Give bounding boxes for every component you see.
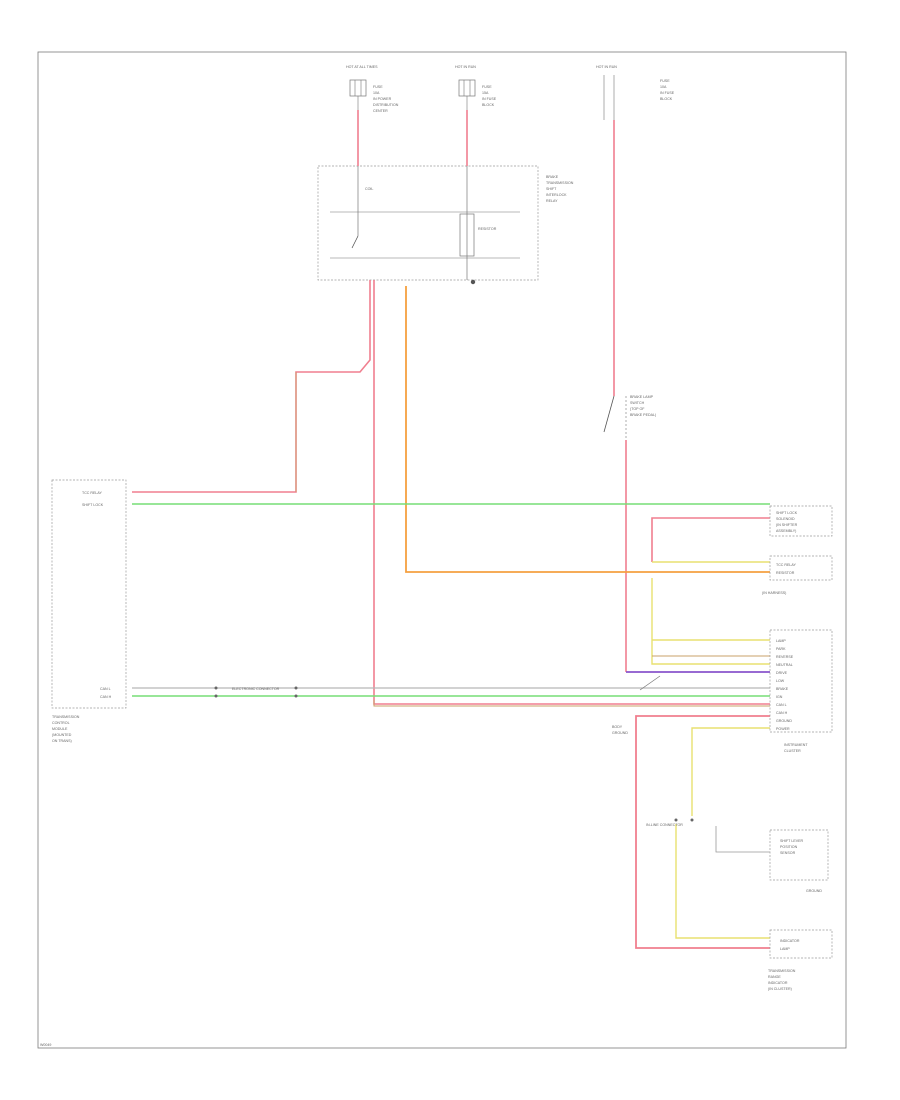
shift-lock-line-2: SOLENOID bbox=[776, 517, 795, 521]
fuse-3-line-3: IN FUSE bbox=[660, 91, 675, 95]
tcc-line-3: (IN HARNESS) bbox=[762, 591, 786, 595]
cluster-pin-4: NEUTRAL bbox=[776, 663, 793, 667]
shift-sensor-ground: GROUND bbox=[806, 889, 822, 893]
cluster-pin-8: IGN bbox=[776, 695, 783, 699]
relay-line-4: INTERLOCK bbox=[546, 193, 567, 197]
footer-code: W0049 bbox=[40, 1043, 51, 1047]
fuse-3-title: HOT IN RUN bbox=[596, 65, 617, 69]
shift-sensor-line-3: SENSOR bbox=[780, 851, 796, 855]
wire-pink-shift-lock bbox=[651, 517, 770, 562]
shift-lever-position-sensor: SHIFT LEVER POSITION SENSOR GROUND bbox=[769, 829, 829, 893]
cluster-pin-9: CAN L bbox=[776, 703, 787, 707]
cluster-pin-10: CAN H bbox=[776, 711, 788, 715]
indicator-title-4: (IN CLUSTER) bbox=[768, 987, 792, 991]
diagram-frame bbox=[37, 51, 847, 1049]
fuse-2-line-3: IN FUSE bbox=[482, 97, 497, 101]
inline-connector-label: IN-LINE CONNECTOR bbox=[646, 823, 683, 827]
cluster-pin-5: DRIVE bbox=[776, 671, 788, 675]
fuse-1: HOT AT ALL TIMES FUSE 10A IN POWER DISTR… bbox=[346, 65, 399, 113]
fuse-2-line-2: 15A bbox=[482, 91, 489, 95]
cluster-pin-3: REVERSE bbox=[776, 655, 794, 659]
relay-line-3: SHIFT bbox=[546, 187, 557, 191]
wire-yellow-shift-sensor bbox=[691, 727, 770, 816]
inline-connector: IN-LINE CONNECTOR bbox=[646, 818, 694, 827]
fuse-2-title: HOT IN RUN bbox=[455, 65, 476, 69]
brake-switch-line-3: (TOP OF bbox=[630, 407, 645, 411]
cluster-pin-2: PARK bbox=[776, 647, 786, 651]
relay-line-1: BRAKE bbox=[546, 175, 559, 179]
wire-tan-relay-down bbox=[373, 700, 770, 707]
tcc-resistor: TCC RELAY RESISTOR (IN HARNESS) bbox=[762, 555, 833, 595]
tcm-pin-can-h: CAN H bbox=[100, 695, 112, 699]
relay-line-5: RELAY bbox=[546, 199, 558, 203]
fuse-1-line-2: 10A bbox=[373, 91, 380, 95]
tcm-title-4: (MOUNTED bbox=[52, 733, 72, 737]
fuse-1-line-4: DISTRIBUTION bbox=[373, 103, 399, 107]
fuse-3-line-1: FUSE bbox=[660, 79, 670, 83]
relay-coil-label: RESISTOR bbox=[478, 227, 497, 231]
brake-switch-line-1: BRAKE LAMP bbox=[630, 395, 654, 399]
relay-contact-label: COIL bbox=[365, 187, 373, 191]
fuse-3: HOT IN RUN FUSE 10A IN FUSE BLOCK bbox=[596, 65, 675, 120]
tcc-line-2: RESISTOR bbox=[776, 571, 795, 575]
shift-lock-line-4: ASSEMBLY) bbox=[776, 529, 796, 533]
indicator-title-2: RANGE bbox=[768, 975, 781, 979]
shift-lock-line-1: SHIFT LOCK bbox=[776, 511, 798, 515]
tcc-line-1: TCC RELAY bbox=[776, 563, 797, 567]
connector-mid-label: ELECTRONIC CONNECTOR bbox=[232, 687, 280, 691]
fuse-1-line-5: CENTER bbox=[373, 109, 388, 113]
brake-switch: BRAKE LAMP SWITCH (TOP OF BRAKE PEDAL) bbox=[603, 395, 656, 440]
wire-grey-sensor bbox=[715, 826, 770, 853]
cluster-pin-12: POWER bbox=[776, 727, 790, 731]
wire-orange bbox=[405, 286, 770, 573]
fuse-2-line-4: BLOCK bbox=[482, 103, 495, 107]
indicator-title-1: TRANSMISSION bbox=[768, 969, 796, 973]
relay-line-2: TRANSMISSION bbox=[546, 181, 574, 185]
fuse-3-line-4: BLOCK bbox=[660, 97, 673, 101]
fuse-2-line-1: FUSE bbox=[482, 85, 492, 89]
transmission-control-module: TCC RELAY SHIFT LOCK CAN L CAN H TRANSMI… bbox=[51, 479, 127, 743]
wire-pink-tcc bbox=[132, 280, 371, 493]
ground-label-1: BODY bbox=[612, 725, 623, 729]
shift-sensor-line-2: POSITION bbox=[780, 845, 798, 849]
brake-switch-line-4: BRAKE PEDAL) bbox=[630, 413, 656, 417]
wire-red-power bbox=[635, 715, 770, 949]
cluster-pin-11: GROUND bbox=[776, 719, 792, 723]
electronic-connector: ELECTRONIC CONNECTOR bbox=[214, 686, 298, 698]
fuse-3-line-2: 10A bbox=[660, 85, 667, 89]
cluster-pin-1: LAMP bbox=[776, 639, 786, 643]
tcm-pin-can-l: CAN L bbox=[100, 687, 111, 691]
instrument-cluster: LAMP PARK REVERSE NEUTRAL DRIVE LOW BRAK… bbox=[769, 629, 833, 753]
shift-lock-line-3: (IN SHIFTER bbox=[776, 523, 798, 527]
fuse-1-line-1: FUSE bbox=[373, 85, 383, 89]
tcm-title-5: ON TRANS) bbox=[52, 739, 72, 743]
body-ground: BODY GROUND bbox=[612, 675, 661, 735]
fuse-2: HOT IN RUN FUSE 15A IN FUSE BLOCK bbox=[455, 65, 497, 110]
fuse-1-line-3: IN POWER bbox=[373, 97, 392, 101]
transmission-range-indicator: INDICATOR LAMP TRANSMISSION RANGE INDICA… bbox=[768, 929, 833, 991]
cluster-title-1: INSTRUMENT bbox=[784, 743, 808, 747]
tcm-pin-shift-lock: SHIFT LOCK bbox=[82, 503, 104, 507]
wire-yellow-feed bbox=[651, 578, 770, 665]
tcm-pin-tcc: TCC RELAY bbox=[82, 491, 103, 495]
tcm-title-1: TRANSMISSION bbox=[52, 715, 80, 719]
cluster-pin-7: BRAKE bbox=[776, 687, 789, 691]
fuse-1-title: HOT AT ALL TIMES bbox=[346, 65, 378, 69]
tcm-title-3: MODULE bbox=[52, 727, 68, 731]
cluster-title-2: CLUSTER bbox=[784, 749, 801, 753]
wire-yellow-indicator bbox=[675, 824, 770, 939]
ground-label-2: GROUND bbox=[612, 731, 628, 735]
indicator-line-2: LAMP bbox=[780, 947, 790, 951]
indicator-title-3: INDICATOR bbox=[768, 981, 788, 985]
indicator-line-1: INDICATOR bbox=[780, 939, 800, 943]
brake-switch-line-2: SWITCH bbox=[630, 401, 645, 405]
relay: COIL RESISTOR BRAKE TRANSMISSION SHIFT I… bbox=[317, 165, 574, 285]
shift-lock-solenoid: SHIFT LOCK SOLENOID (IN SHIFTER ASSEMBLY… bbox=[769, 505, 833, 537]
shift-sensor-line-1: SHIFT LEVER bbox=[780, 839, 804, 843]
cluster-pin-6: LOW bbox=[776, 679, 785, 683]
tcm-title-2: CONTROL bbox=[52, 721, 70, 725]
